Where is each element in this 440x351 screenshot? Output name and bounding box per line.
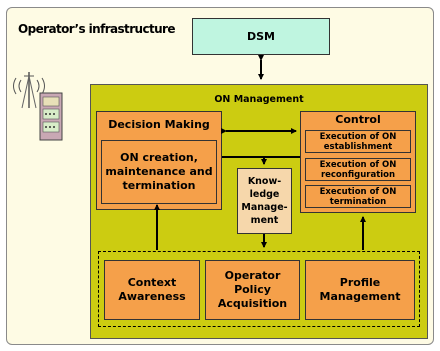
dsm-label: DSM (247, 30, 275, 43)
dsm-box: DSM (192, 18, 330, 55)
profile-management-label: Profile Management (319, 276, 401, 303)
on-creation-box: ON creation, maintenance and termination (101, 140, 217, 204)
on-management-title: ON Management (214, 94, 304, 105)
operator-policy-acquisition-box: Operator Policy Acquisition (205, 260, 300, 320)
control-item-label: Execution of ON termination (319, 186, 397, 207)
input-modules-group (98, 251, 420, 327)
on-creation-label: ON creation, maintenance and termination (105, 151, 213, 192)
context-awareness-label: Context Awareness (118, 276, 186, 303)
control-item-label: Execution of ON establishment (319, 131, 397, 152)
control-item-reconfiguration: Execution of ON reconfiguration (305, 158, 411, 181)
control-item-termination: Execution of ON termination (305, 185, 411, 208)
profile-management-box: Profile Management (305, 260, 415, 320)
knowledge-management-label: Know-ledge Manage-ment (241, 176, 288, 226)
base-station-device-icon (8, 68, 78, 148)
context-awareness-box: Context Awareness (104, 260, 200, 320)
control-item-label: Execution of ON reconfiguration (319, 159, 397, 180)
operator-policy-acquisition-label: Operator Policy Acquisition (217, 269, 288, 310)
decision-making-title: Decision Making (108, 118, 210, 131)
infrastructure-title: Operator’s infrastructure (18, 22, 176, 36)
knowledge-management-box: Know-ledge Manage-ment (237, 168, 292, 234)
control-title: Control (335, 113, 381, 126)
control-item-establishment: Execution of ON establishment (305, 130, 411, 153)
